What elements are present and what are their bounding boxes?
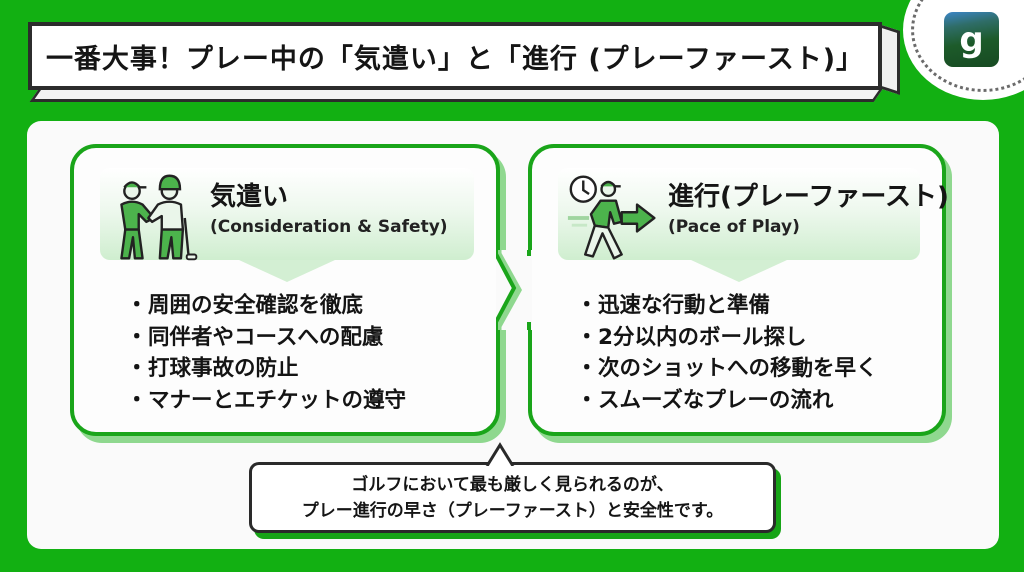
- list-item: ・打球事故の防止: [126, 356, 299, 381]
- list-item: ・マナーとエチケットの遵守: [126, 387, 407, 413]
- card-heading: 気遣い (Consideration & Safety): [210, 176, 448, 237]
- header-down-notch: [691, 260, 787, 282]
- bullet-list: ・迅速な行動と準備 ・2分以内のボール探し ・次のショットへの移動を早く ・スム…: [576, 290, 878, 416]
- banner-bottom-edge: [29, 90, 882, 102]
- card-header: 気遣い (Consideration & Safety): [100, 168, 474, 282]
- list-item: ・迅速な行動と準備: [576, 293, 771, 318]
- card-title-jp: 気遣い: [210, 182, 289, 212]
- chevron-right-icon: [496, 250, 532, 330]
- title-banner: 一番大事！プレー中の「気遣い」と「進行 (プレーファースト)」: [28, 22, 900, 102]
- handshake-golfers-icon: [108, 170, 204, 266]
- card-pace-of-play: 進行(プレーファースト) (Pace of Play) ・迅速な行動と準備 ・2…: [528, 144, 949, 436]
- brand-logo-icon[interactable]: g: [944, 12, 999, 67]
- list-item: ・2分以内のボール探し: [576, 324, 807, 350]
- card-title-en: (Pace of Play): [668, 217, 800, 237]
- page-title: 一番大事！プレー中の「気遣い」と「進行 (プレーファースト)」: [45, 43, 865, 75]
- list-item: ・同伴者やコースへの配慮: [126, 324, 384, 350]
- bullet-list: ・周囲の安全確認を徹底 ・同伴者やコースへの配慮 ・打球事故の防止 ・マナーとエ…: [126, 290, 406, 416]
- callout-line-1: ゴルフにおいて最も厳しく見られるのが、: [351, 474, 674, 495]
- walking-clock-arrow-icon: [566, 170, 662, 266]
- logo-glyph: g: [959, 19, 984, 60]
- banner-side-edge: [882, 25, 900, 95]
- card-consideration: 気遣い (Consideration & Safety) ・周囲の安全確認を徹底…: [70, 144, 500, 436]
- logo-dotted-ring: [911, 0, 1024, 92]
- card-header: 進行(プレーファースト) (Pace of Play): [558, 168, 949, 282]
- callout-pointer: [485, 442, 515, 466]
- card-title-jp: 進行(プレーファースト): [668, 182, 949, 212]
- callout-line-2: プレー進行の早さ（プレーファースト）と安全性です。: [301, 500, 724, 521]
- list-item: ・スムーズなプレーの流れ: [576, 387, 834, 413]
- list-item: ・周囲の安全確認を徹底: [126, 293, 364, 318]
- summary-callout: ゴルフにおいて最も厳しく見られるのが、 プレー進行の早さ（プレーファースト）と安…: [249, 462, 776, 533]
- card-heading: 進行(プレーファースト) (Pace of Play): [668, 176, 949, 237]
- header-down-notch: [239, 260, 335, 282]
- list-item: ・次のショットへの移動を早く: [576, 356, 878, 381]
- card-title-en: (Consideration & Safety): [210, 217, 448, 237]
